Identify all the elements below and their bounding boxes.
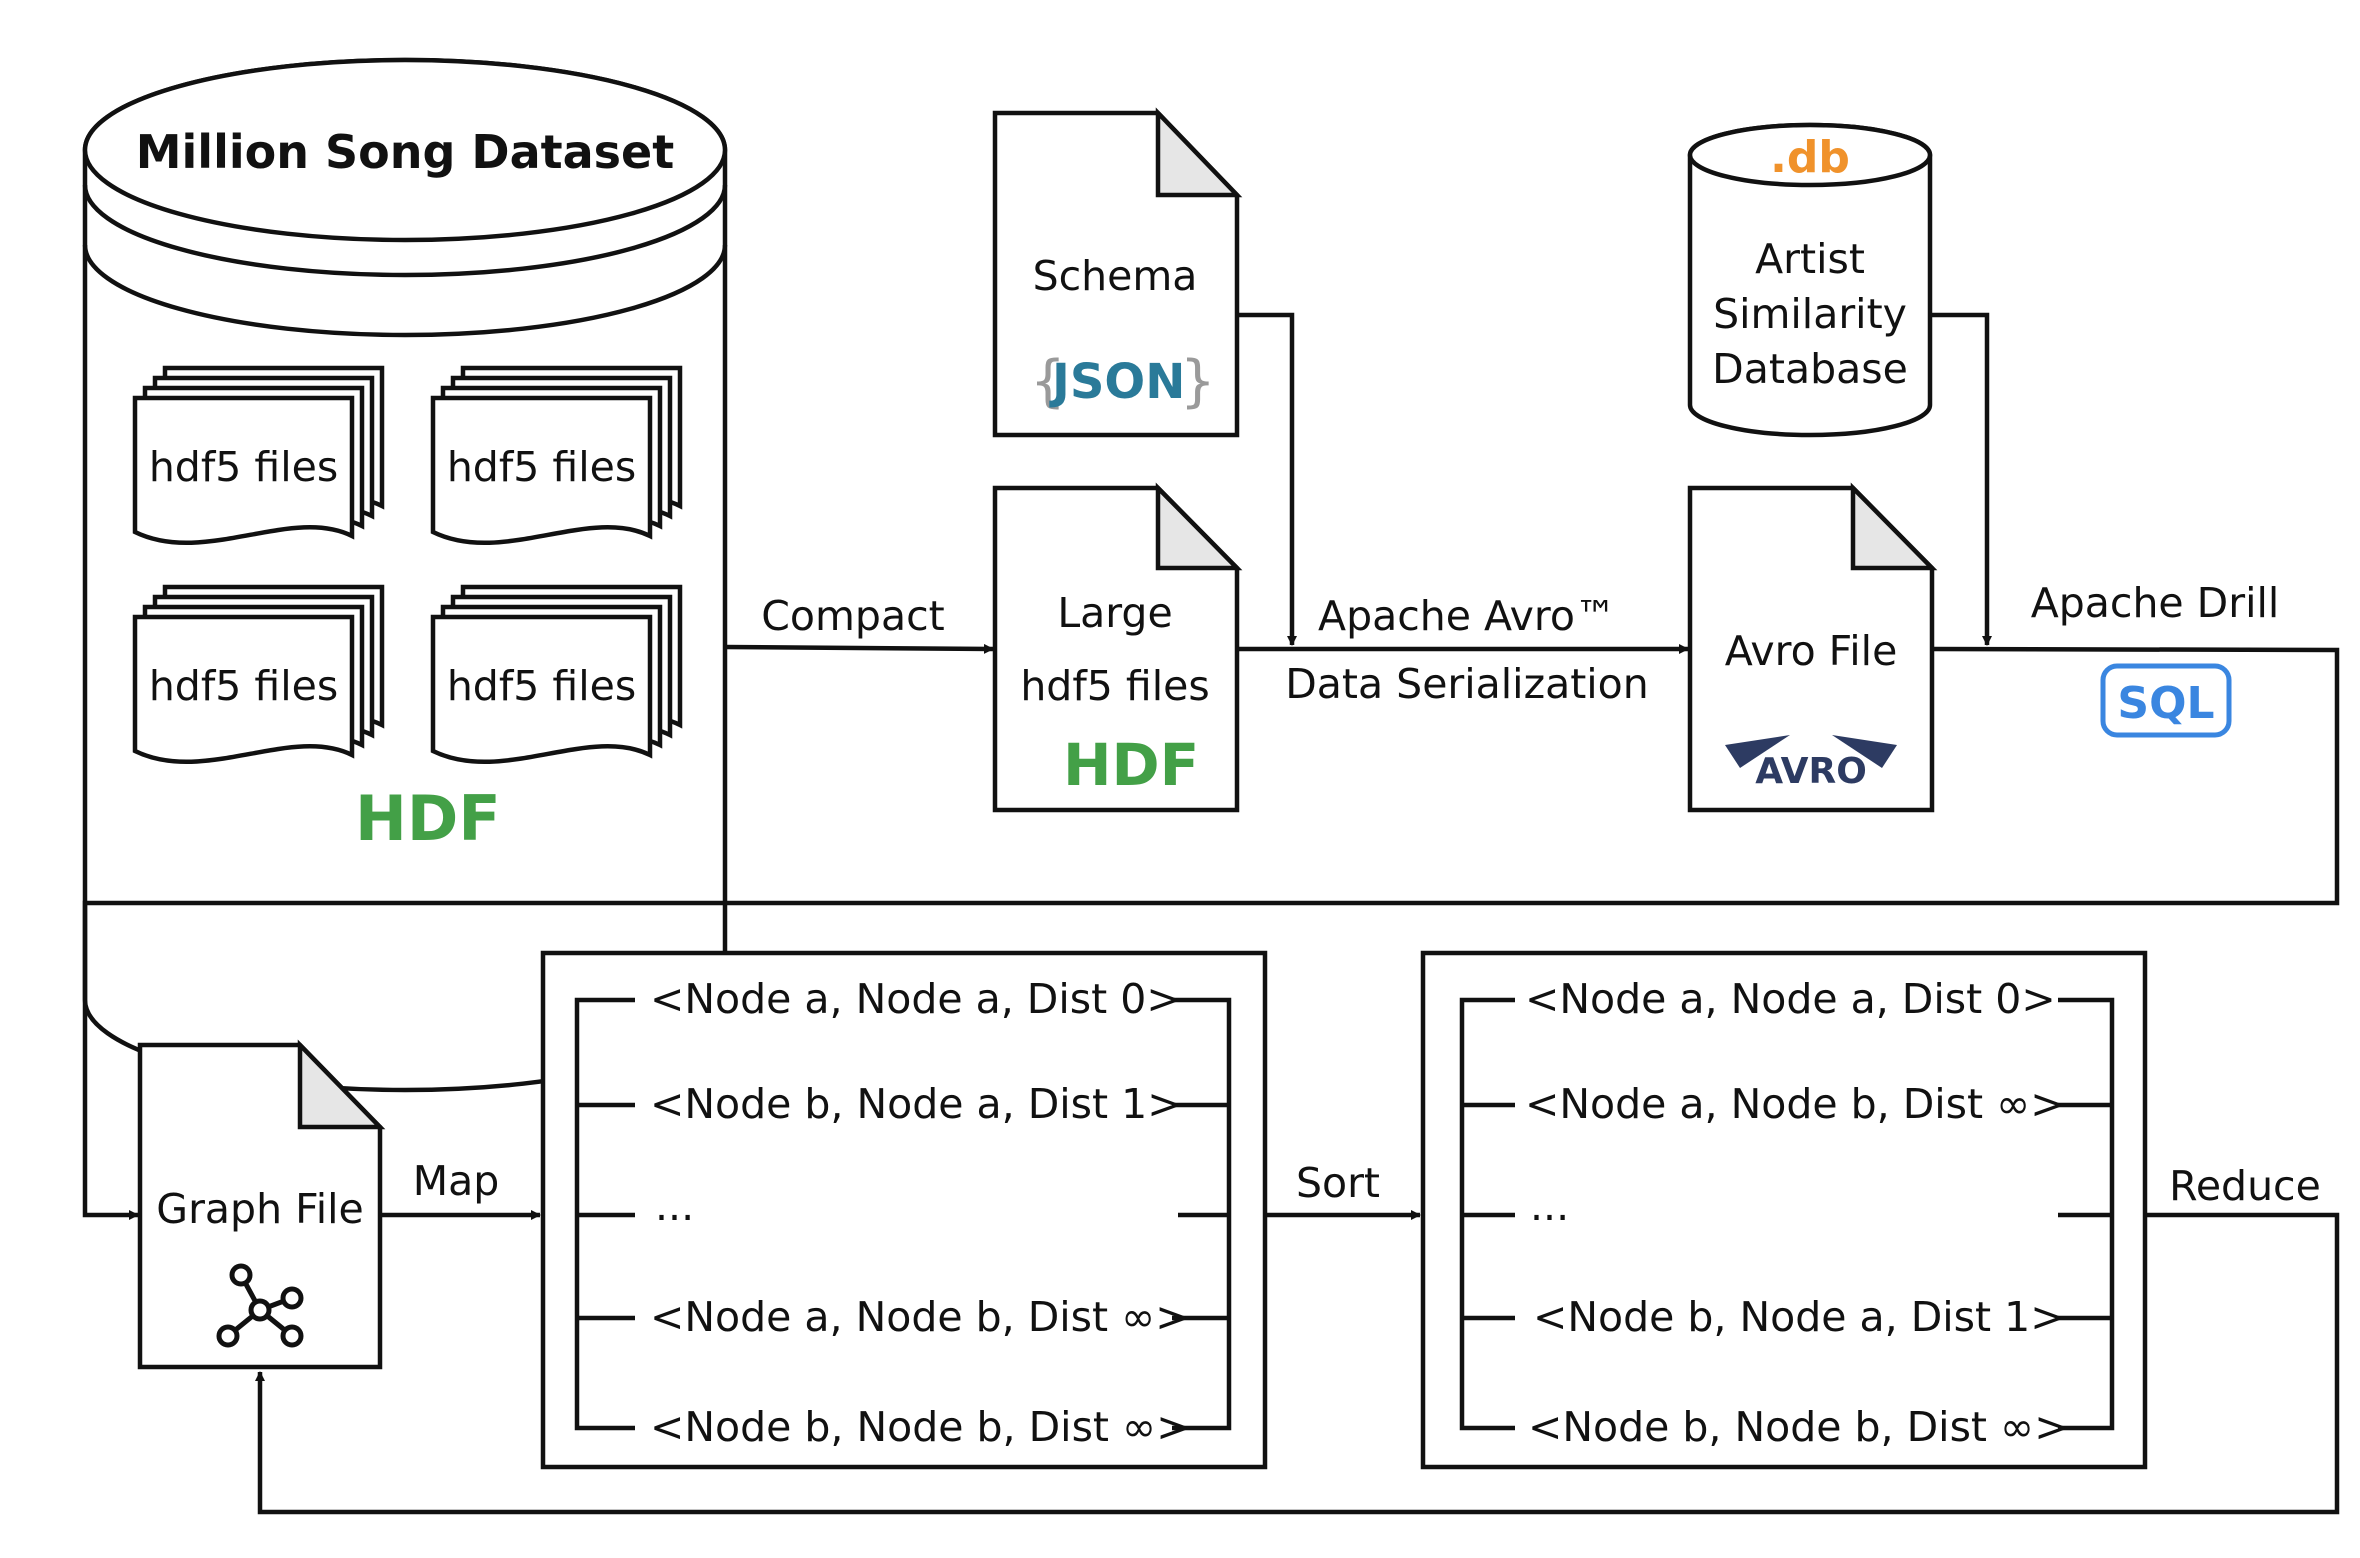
- hdf5-file-stacks: hdf5 files hdf5 files hdf5 files hdf5 files: [132, 365, 683, 764]
- hdf5-files-label: hdf5 files: [447, 443, 636, 491]
- connectors: [82, 312, 2340, 1515]
- large-label-line1: Large: [1057, 589, 1172, 637]
- sort-row: ...: [1530, 1182, 1569, 1230]
- graph-file-label: Graph File: [156, 1185, 363, 1233]
- document-icon: [430, 395, 653, 545]
- compact-arrow: [724, 643, 994, 654]
- sort-row: <Node b, Node b, Dist ∞>: [1528, 1403, 2069, 1451]
- db-badge: .db: [1770, 132, 1850, 183]
- db-label-line2: Similarity: [1713, 290, 1907, 338]
- map-row: <Node a, Node a, Dist 0>: [650, 975, 1181, 1023]
- graph-icon: [216, 1263, 304, 1348]
- hdf5-file-stack: hdf5 files: [430, 365, 683, 545]
- hdf-logo-text: HDF: [1063, 731, 1199, 799]
- avro-serialization-line2: Data Serialization: [1285, 660, 1649, 708]
- drill-label: Apache Drill: [2031, 579, 2280, 627]
- sort-row: <Node b, Node a, Dist 1>: [1533, 1293, 2065, 1341]
- hdf5-file-stack: hdf5 files: [132, 365, 385, 545]
- db-arrow: [1930, 312, 1992, 646]
- sort-output-box: <Node a, Node a, Dist 0> <Node a, Node b…: [1420, 950, 2148, 1470]
- db-label-line3: Database: [1712, 345, 1908, 393]
- sql-logo-text: SQL: [2117, 678, 2214, 729]
- json-logo-text: JSON: [1049, 354, 1185, 410]
- large-hdf5-document: Large hdf5 files HDF: [992, 482, 1243, 813]
- artist-similarity-database: .db Artist Similarity Database: [1687, 122, 1933, 438]
- avro-file-document: Avro File AVRO: [1687, 482, 1938, 813]
- schema-document: Schema { JSON }: [992, 107, 1243, 438]
- document-icon: [430, 614, 653, 764]
- graph-file-document: Graph File: [137, 1039, 386, 1370]
- drill-arrow: [82, 646, 2340, 1220]
- hdf-logo-text: HDF: [355, 782, 501, 855]
- hdf-logo: HDF: [1063, 731, 1199, 799]
- hdf5-file-stack: hdf5 files: [430, 584, 683, 764]
- map-row: <Node b, Node b, Dist ∞>: [650, 1403, 1191, 1451]
- hdf5-files-label: hdf5 files: [149, 662, 338, 710]
- sort-row: <Node a, Node b, Dist ∞>: [1525, 1080, 2065, 1128]
- large-label-line2: hdf5 files: [1020, 662, 1209, 710]
- sort-row: <Node a, Node a, Dist 0>: [1525, 975, 2056, 1023]
- compact-label: Compact: [761, 592, 944, 640]
- document-icon: [132, 614, 355, 764]
- document-icon: [132, 395, 355, 545]
- avro-logo-text: AVRO: [1755, 751, 1867, 792]
- avro-serialization-line1: Apache Avro™: [1318, 592, 1616, 640]
- dataset-title: Million Song Dataset: [136, 125, 674, 179]
- json-logo: { JSON }: [1030, 349, 1216, 414]
- hdf-logo: HDF: [355, 782, 501, 855]
- schema-label: Schema: [1033, 252, 1198, 300]
- map-row: ...: [655, 1182, 694, 1230]
- db-label-line1: Artist: [1755, 235, 1865, 283]
- schema-arrow: [1237, 312, 1297, 646]
- svg-text:}: }: [1180, 349, 1216, 414]
- hdf5-files-label: hdf5 files: [149, 443, 338, 491]
- avro-logo: AVRO: [1725, 735, 1897, 792]
- million-song-dataset-cylinder: Million Song Dataset: [82, 57, 728, 1093]
- map-row: <Node a, Node b, Dist ∞>: [650, 1293, 1190, 1341]
- reduce-label: Reduce: [2169, 1162, 2321, 1210]
- reduce-arrow: [255, 1212, 2340, 1515]
- map-label: Map: [413, 1157, 500, 1205]
- map-row: <Node b, Node a, Dist 1>: [650, 1080, 1182, 1128]
- sql-logo: SQL: [2100, 663, 2232, 738]
- svg-text:{: {: [1030, 349, 1066, 414]
- hdf5-file-stack: hdf5 files: [132, 584, 385, 764]
- sort-label: Sort: [1296, 1159, 1380, 1207]
- avro-file-label: Avro File: [1725, 627, 1898, 675]
- map-output-box: <Node a, Node a, Dist 0> <Node b, Node a…: [540, 950, 1268, 1470]
- hdf5-files-label: hdf5 files: [447, 662, 636, 710]
